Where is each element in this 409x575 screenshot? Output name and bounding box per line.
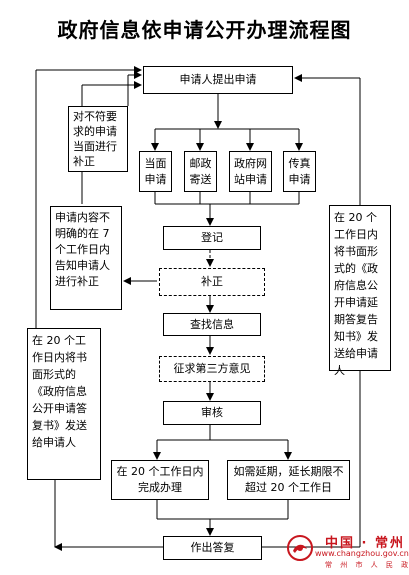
changzhou-logo-icon xyxy=(287,535,313,561)
node-apply: 申请人提出申请 xyxy=(143,66,293,94)
node-post: 邮政寄送 xyxy=(184,151,217,192)
node-register: 登记 xyxy=(163,226,261,250)
node-supplement: 补正 xyxy=(159,268,265,296)
node-in-time: 在 20 个工作日内完成办理 xyxy=(111,460,209,500)
node-unclear: 申请内容不明确的在 7 个工作日内告知申请人进行补正 xyxy=(50,206,122,310)
node-fax: 传真申请 xyxy=(283,151,316,192)
node-search: 查找信息 xyxy=(163,313,261,336)
node-onsite: 当面申请 xyxy=(139,151,172,192)
page-title: 政府信息依申请公开办理流程图 xyxy=(57,18,352,42)
node-answer: 作出答复 xyxy=(163,536,262,560)
node-review: 审核 xyxy=(163,401,261,425)
watermark-url: www.changzhou.gov.cn xyxy=(315,549,409,558)
node-right-notice: 在 20 个工作日内将书面形式的《政府信息公开申请延期答复告知书》发送给申请人 xyxy=(329,205,391,377)
watermark-subtitle: 常 州 市 人 民 政 府 xyxy=(325,561,409,569)
watermark: 中国 · 常州 www.changzhou.gov.cn 常 州 市 人 民 政… xyxy=(283,531,409,573)
node-third-party: 征求第三方意见 xyxy=(159,356,265,382)
watermark-name: 中国 · 常州 xyxy=(325,536,405,551)
node-reject: 对不符要求的申请当面进行补正 xyxy=(68,106,128,172)
node-web: 政府网站申请 xyxy=(229,151,272,192)
node-left-notice: 在 20 个工作日内将书面形式的《政府信息公开申请答复书》发送给申请人 xyxy=(27,328,101,480)
node-extend: 如需延期，延长期限不超过 20 个工作日 xyxy=(227,460,350,500)
